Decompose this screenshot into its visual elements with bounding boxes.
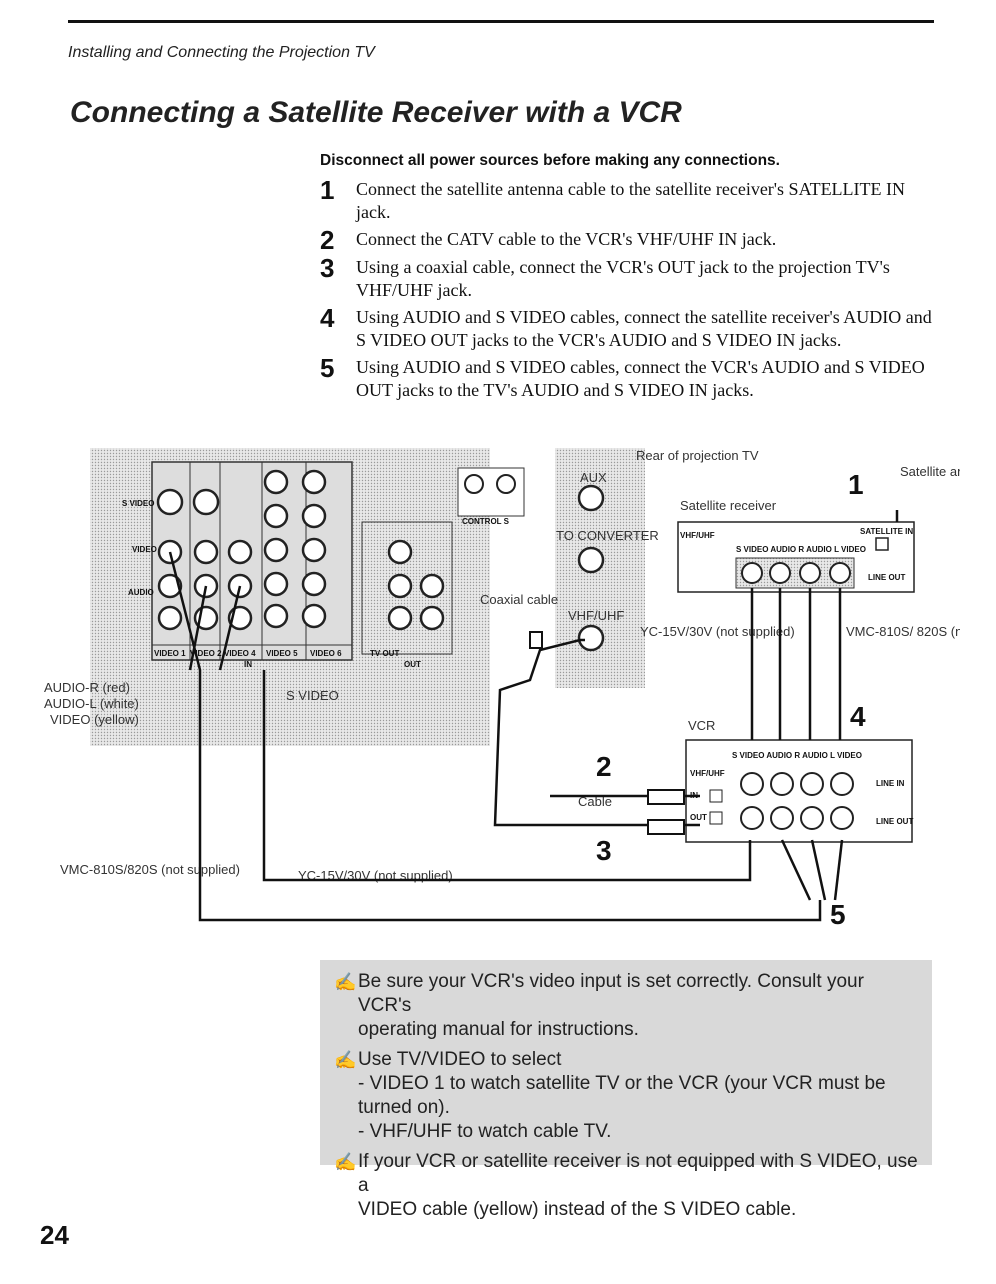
audio-l-label: AUDIO-L (white) <box>44 696 139 711</box>
tv-video5-label: VIDEO 5 <box>266 649 298 658</box>
tv-audio-label: AUDIO <box>128 588 154 597</box>
note-line: - VHF/UHF to watch cable TV. <box>358 1121 612 1142</box>
tv-in-label: IN <box>244 660 252 669</box>
sat-line-out-label: LINE OUT <box>868 573 905 582</box>
step-text: Connect the satellite antenna cable to t… <box>356 179 906 222</box>
step-text: Connect the CATV cable to the VCR's VHF/… <box>356 229 777 249</box>
note-item: ✍ Use TV/VIDEO to select - VIDEO 1 to wa… <box>334 1048 918 1144</box>
instructions: Disconnect all power sources before maki… <box>320 152 940 406</box>
vmc-left-label: VMC-810S/820S (not supplied) <box>60 862 240 877</box>
sat-vhfuhf-label: VHF/UHF <box>680 531 715 540</box>
step-4-marker: 4 <box>850 701 866 732</box>
step-number: 5 <box>320 353 335 383</box>
step-item: 3 Using a coaxial cable, connect the VCR… <box>320 253 940 302</box>
step-3-marker: 3 <box>596 835 612 866</box>
step-number: 2 <box>320 225 335 255</box>
vcr-label: VCR <box>688 718 715 733</box>
cable-label: Cable <box>578 794 612 809</box>
section-title: Installing and Connecting the Projection… <box>68 44 375 61</box>
step-text: Using AUDIO and S VIDEO cables, connect … <box>356 357 925 400</box>
rear-tv-label: Rear of projection TV <box>636 448 759 463</box>
note-line: VIDEO cable (yellow) instead of the S VI… <box>358 1199 797 1220</box>
step-item: 2 Connect the CATV cable to the VCR's VH… <box>320 225 940 255</box>
tv-video2-label: VIDEO 2 <box>190 649 222 658</box>
tv-control-s-box <box>457 467 525 517</box>
step-item: 5 Using AUDIO and S VIDEO cables, connec… <box>320 353 940 402</box>
satellite-antenna-label: Satellite antenna cable <box>900 464 960 479</box>
cables <box>168 510 899 922</box>
step-item: 1 Connect the satellite antenna cable to… <box>320 175 940 224</box>
tv-out-label: OUT <box>404 660 421 669</box>
vmc-right-label: VMC-810S/ 820S (not supplied) <box>846 624 960 639</box>
page-title: Connecting a Satellite Receiver with a V… <box>70 96 682 129</box>
vcr-box <box>685 739 913 843</box>
pencil-note-icon: ✍ <box>334 1152 357 1172</box>
vhf-uhf-label: VHF/UHF <box>568 608 624 623</box>
note-item: ✍ Be sure your VCR's video input is set … <box>334 970 918 1042</box>
notes-box: ✍ Be sure your VCR's video input is set … <box>320 960 932 1220</box>
note-text: If your VCR or satellite receiver is not… <box>358 1150 918 1222</box>
note-line: - VIDEO 1 to watch satellite TV or the V… <box>358 1073 886 1118</box>
audio-r-label: AUDIO-R (red) <box>44 680 130 695</box>
tv-out-block <box>361 521 453 655</box>
step-item: 4 Using AUDIO and S VIDEO cables, connec… <box>320 303 940 352</box>
tv-video-label: VIDEO <box>132 545 157 554</box>
tv-converter-jack <box>577 546 605 574</box>
note-line: Be sure your VCR's video input is set co… <box>358 971 864 1016</box>
tv-jack-block <box>151 461 353 661</box>
sat-jack-strip: S VIDEO AUDIO R AUDIO L VIDEO <box>736 545 866 554</box>
vcr-line-in-label: LINE IN <box>876 779 905 788</box>
warning-text: Disconnect all power sources before maki… <box>320 152 780 169</box>
note-text: Use TV/VIDEO to select - VIDEO 1 to watc… <box>358 1048 918 1144</box>
coaxial-cable-label: Coaxial cable <box>480 592 558 607</box>
s-video-label: S VIDEO <box>286 688 339 703</box>
tv-tvout-label: TV OUT <box>370 649 399 658</box>
step-text: Using a coaxial cable, connect the VCR's… <box>356 257 890 300</box>
note-line: Use TV/VIDEO to select <box>358 1049 562 1070</box>
vcr-vhfuhf-label: VHF/UHF <box>690 769 725 778</box>
pencil-note-icon: ✍ <box>334 972 357 992</box>
step-number: 1 <box>320 175 335 205</box>
header-rule <box>68 20 934 23</box>
vcr-jack-strip: S VIDEO AUDIO R AUDIO L VIDEO <box>732 751 862 760</box>
step-2-marker: 2 <box>596 751 612 782</box>
step-number: 3 <box>320 253 335 283</box>
tv-video1-label: VIDEO 1 <box>154 649 186 658</box>
connection-diagram: S VIDEO VIDEO AUDIO VIDEO 1 VIDEO 2 VIDE… <box>44 448 960 930</box>
page-number: 24 <box>40 1220 69 1250</box>
pencil-note-icon: ✍ <box>334 1050 357 1070</box>
tv-aux-jack <box>577 484 605 512</box>
note-text: Be sure your VCR's video input is set co… <box>358 970 918 1042</box>
satellite-receiver-label: Satellite receiver <box>680 498 777 513</box>
step-5-marker: 5 <box>830 899 846 930</box>
yc-right-label: YC-15V/30V (not supplied) <box>640 624 795 639</box>
sat-in-label: SATELLITE IN <box>860 527 913 536</box>
step-1-marker: 1 <box>848 469 864 500</box>
note-line: If your VCR or satellite receiver is not… <box>358 1151 918 1196</box>
aux-label: AUX <box>580 470 607 485</box>
tv-svideo-label: S VIDEO <box>122 499 154 508</box>
video-yellow-label: VIDEO (yellow) <box>50 712 139 727</box>
tv-vhf-uhf-jack <box>577 624 605 652</box>
step-number: 4 <box>320 303 335 333</box>
tv-video6-label: VIDEO 6 <box>310 649 342 658</box>
note-line: operating manual for instructions. <box>358 1019 639 1040</box>
tv-control-s-label: CONTROL S <box>462 517 510 526</box>
to-converter-label: TO CONVERTER <box>556 528 659 543</box>
note-item: ✍ If your VCR or satellite receiver is n… <box>334 1150 918 1222</box>
tv-svideo-jacks <box>156 488 220 516</box>
vcr-line-out-label: LINE OUT <box>876 817 913 826</box>
vcr-out-label: OUT <box>690 813 707 822</box>
step-text: Using AUDIO and S VIDEO cables, connect … <box>356 307 932 350</box>
tv-video4-label: VIDEO 4 <box>224 649 256 658</box>
